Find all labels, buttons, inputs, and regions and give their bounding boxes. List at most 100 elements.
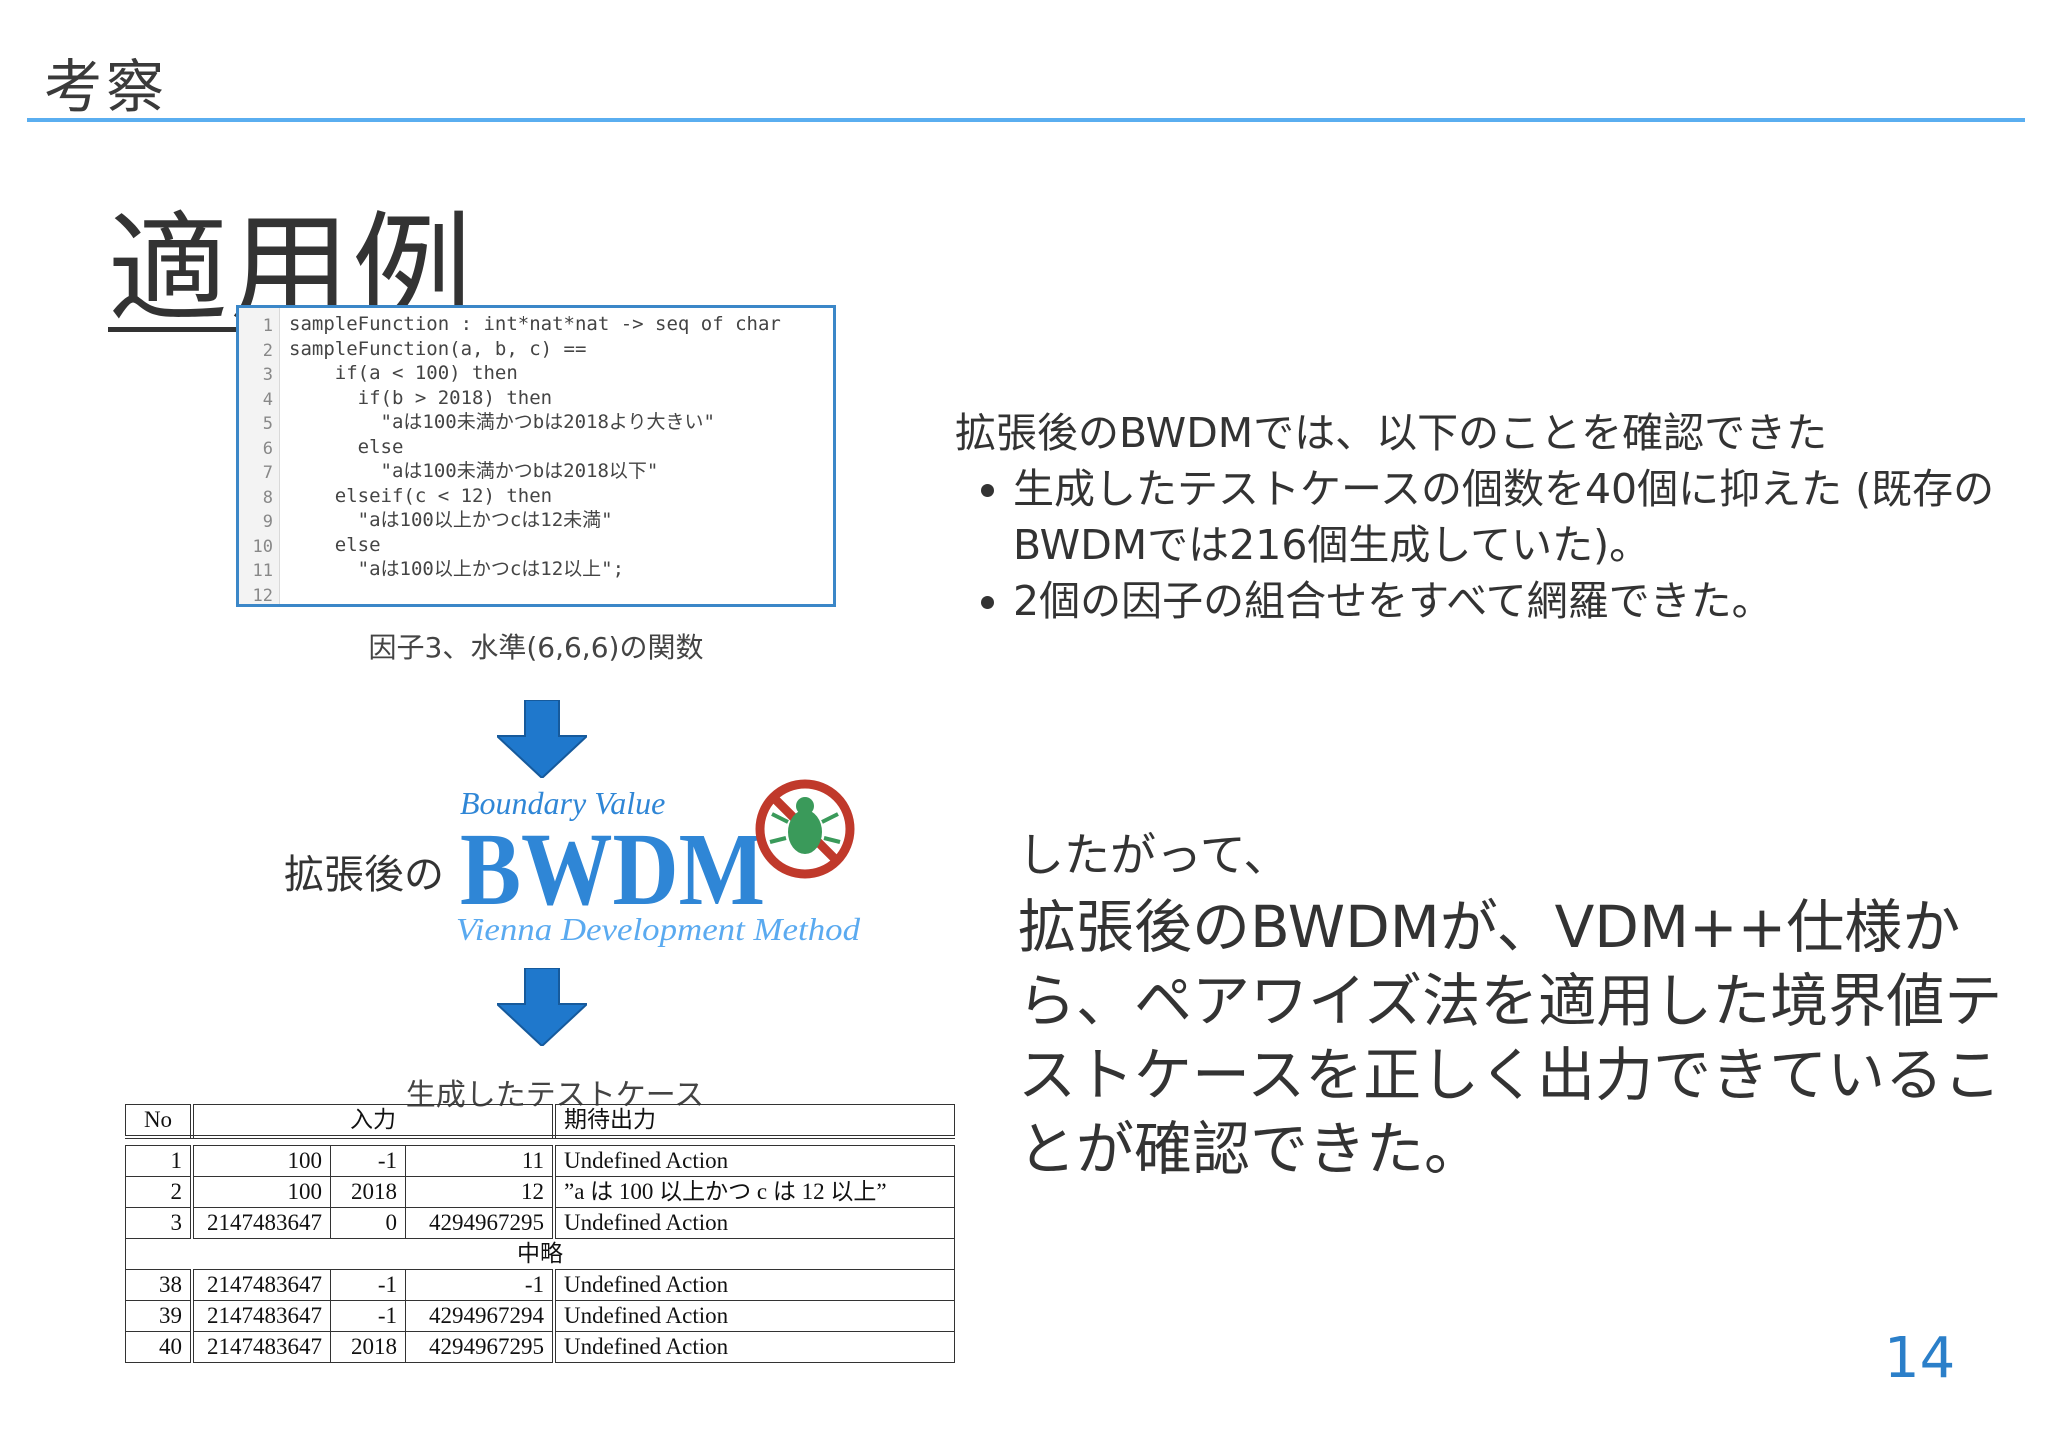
cell-input-c: -1 [405, 1269, 556, 1301]
bwdm-prefix-label: 拡張後の [284, 852, 444, 898]
cell-expected: Undefined Action [553, 1300, 955, 1332]
code-line: 6 else [239, 435, 833, 460]
cell-expected: Undefined Action [553, 1331, 955, 1363]
findings-block: 拡張後のBWDMでは、以下のことを確認できた 生成したテストケースの個数を40個… [955, 405, 2005, 629]
cell-expected: Undefined Action [553, 1145, 955, 1177]
code-line-number: 5 [262, 414, 273, 434]
code-line: 1 sampleFunction : int*nat*nat -> seq of … [239, 312, 833, 337]
header-expected: 期待出力 [553, 1104, 955, 1139]
findings-intro: 拡張後のBWDMでは、以下のことを確認できた [955, 409, 1828, 457]
code-line-text: else [289, 533, 381, 556]
cell-input-a: 2147483647 [191, 1300, 331, 1332]
table-gap-cell [125, 1136, 955, 1146]
code-line: 9 "aは100以上かつcは12未満" [239, 508, 833, 533]
code-listing: 1 sampleFunction : int*nat*nat -> seq of … [236, 305, 836, 607]
arrow-down-icon [497, 968, 587, 1046]
conclusion-body: 拡張後のBWDMが、VDM++仕様から、ペアワイズ法を適用した境界値テストケース… [1018, 893, 2003, 1183]
findings-item: 2個の因子の組合せをすべて網羅できた。 [1013, 573, 2005, 629]
cell-input-a: 100 [191, 1145, 331, 1177]
code-line: 2 sampleFunction(a, b, c) == [239, 337, 833, 362]
cell-expected: Undefined Action [553, 1207, 955, 1239]
code-line: 10 else [239, 533, 833, 558]
cell-input-a: 2147483647 [191, 1331, 331, 1363]
header-input: 入力 [191, 1104, 556, 1139]
logo-tagline-top: Boundary Value [460, 785, 665, 821]
cell-input-b: 0 [330, 1207, 406, 1239]
cell-no: 3 [125, 1207, 194, 1239]
cell-input-c: 4294967294 [405, 1300, 556, 1332]
code-line: 12 [239, 582, 833, 606]
code-line-number: 11 [252, 561, 273, 581]
cell-input-a: 100 [191, 1176, 331, 1208]
page-number: 14 [1884, 1326, 1956, 1391]
logo-tagline-bottom: Vienna Development Method [456, 911, 861, 947]
findings-list: 生成したテストケースの個数を40個に抑えた (既存のBWDMでは216個生成して… [955, 461, 2005, 629]
code-line-text: "aは100未満かつbは2018以下" [289, 460, 659, 482]
cell-expected: ”a は 100 以上かつ c は 12 以上” [553, 1176, 955, 1208]
code-line: 3 if(a < 100) then [239, 361, 833, 386]
code-line: 8 elseif(c < 12) then [239, 484, 833, 509]
cell-input-b: 2018 [330, 1176, 406, 1208]
code-line-number: 7 [262, 463, 273, 483]
cell-input-b: -1 [330, 1300, 406, 1332]
cell-expected: Undefined Action [553, 1269, 955, 1301]
code-line-text: if(b > 2018) then [289, 386, 553, 409]
code-line: 7 "aは100未満かつbは2018以下" [239, 459, 833, 484]
code-line-number: 6 [262, 438, 273, 459]
cell-input-b: 2018 [330, 1331, 406, 1363]
code-line-number: 1 [262, 316, 273, 336]
code-line-number: 2 [262, 340, 273, 361]
code-line: 11 "aは100以上かつcは12以上"; [239, 557, 833, 582]
findings-item: 生成したテストケースの個数を40個に抑えた (既存のBWDMでは216個生成して… [1013, 461, 2005, 573]
code-line: 4 if(b > 2018) then [239, 386, 833, 411]
code-line-text: "aは100未満かつbは2018より大きい" [289, 411, 715, 433]
code-line-number: 3 [262, 365, 273, 385]
arrow-down-icon [497, 700, 587, 778]
code-line-text: sampleFunction(a, b, c) == [289, 337, 587, 360]
code-line-number: 4 [262, 389, 273, 410]
code-line-number: 8 [262, 487, 273, 508]
cell-input-a: 2147483647 [191, 1269, 331, 1301]
cell-input-b: -1 [330, 1145, 406, 1177]
cell-input-b: -1 [330, 1269, 406, 1301]
code-line-text: "aは100以上かつcは12未満" [289, 509, 613, 531]
conclusion-block: したがって、 拡張後のBWDMが、VDM++仕様から、ペアワイズ法を適用した境界… [1018, 820, 2018, 1186]
bwdm-logo: Boundary Value BWDM Vienna Development M… [456, 779, 861, 947]
code-line-number: 10 [252, 536, 273, 557]
cell-input-c: 4294967295 [405, 1331, 556, 1363]
cell-no: 1 [125, 1145, 194, 1177]
header-no: No [125, 1104, 194, 1139]
code-line-text: if(a < 100) then [289, 362, 518, 384]
conclusion-lead: したがって、 [1018, 828, 1290, 882]
code-line-text: "aは100以上かつcは12以上"; [289, 558, 625, 580]
bug-icon [755, 779, 855, 879]
cell-no: 38 [125, 1269, 194, 1301]
code-line-number: 9 [262, 512, 273, 532]
cell-no: 39 [125, 1300, 194, 1332]
code-line: 5 "aは100未満かつbは2018より大きい" [239, 410, 833, 435]
code-line-text: sampleFunction : int*nat*nat -> seq of c… [289, 313, 781, 335]
cell-input-c: 11 [405, 1145, 556, 1177]
table-omitted-row: 中略 [125, 1238, 955, 1270]
code-line-text: elseif(c < 12) then [289, 484, 553, 507]
logo-wordmark: BWDM [460, 812, 765, 927]
table-gap [125, 1136, 955, 1146]
section-title: 考察 [44, 53, 169, 121]
line-number-gutter [239, 308, 280, 604]
table-header-row: No 入力 期待出力 [125, 1104, 955, 1139]
cell-no: 2 [125, 1176, 194, 1208]
code-caption: 因子3、水準(6,6,6)の関数 [368, 631, 704, 664]
code-line-text: else [289, 435, 404, 458]
cell-no: 40 [125, 1331, 194, 1363]
omitted-label: 中略 [125, 1238, 955, 1270]
cell-input-a: 2147483647 [191, 1207, 331, 1239]
code-line-number: 12 [252, 585, 273, 606]
cell-input-c: 12 [405, 1176, 556, 1208]
